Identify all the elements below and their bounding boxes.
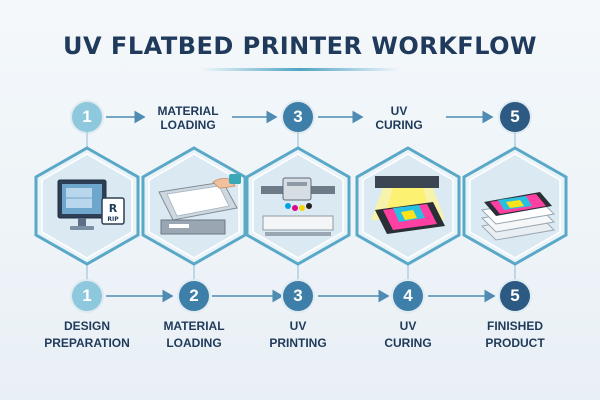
- step-label-line: PREPARATION: [44, 336, 130, 350]
- uv-printhead-icon: [261, 177, 335, 236]
- step-label-finished-product: FINISHED PRODUCT: [465, 318, 565, 352]
- top-step-label-material-loading: MATERIAL LOADING: [143, 104, 233, 132]
- step-number-2: 2: [179, 281, 209, 311]
- step-number-3: 3: [283, 281, 313, 311]
- computer-rip-icon: R RIP: [57, 179, 125, 230]
- step-label-line: FINISHED: [486, 319, 543, 333]
- loading-material-icon: [158, 174, 241, 235]
- step-label-uv-printing: UV PRINTING: [248, 318, 348, 352]
- step-label-line: UV: [289, 319, 307, 333]
- step-number-5: 5: [500, 281, 530, 311]
- top-step-label-uv-curing: UV CURING: [354, 104, 444, 132]
- step-label-line: PRINTING: [269, 336, 327, 350]
- uv-curing-lamp-icon: [371, 176, 445, 234]
- top-step-label-line: LOADING: [160, 118, 216, 132]
- step-label-line: MATERIAL: [163, 319, 225, 333]
- top-step-number-5: 5: [500, 102, 530, 132]
- step-label-material-loading: MATERIAL LOADING: [144, 318, 244, 352]
- top-step-label-line: UV: [390, 104, 408, 118]
- step-label-line: UV: [399, 319, 417, 333]
- step-number-1: 1: [72, 281, 102, 311]
- top-step-label-line: MATERIAL: [157, 104, 219, 118]
- step-label-line: DESIGN: [63, 319, 110, 333]
- hexagon-step-4: [355, 146, 461, 266]
- top-step-label-line: CURING: [375, 118, 423, 132]
- hexagon-step-3: [245, 146, 351, 266]
- hexagon-step-5: [462, 146, 568, 266]
- step-label-line: LOADING: [166, 336, 222, 350]
- svg-text:R: R: [109, 202, 118, 215]
- step-number-4: 4: [393, 281, 423, 311]
- step-label-line: CURING: [384, 336, 432, 350]
- step-label-design-preparation: DESIGN PREPARATION: [37, 318, 137, 352]
- hexagon-step-1: R RIP: [34, 146, 140, 266]
- rip-label: RIP: [107, 216, 119, 223]
- printed-stack-icon: [480, 192, 556, 241]
- step-label-line: PRODUCT: [485, 336, 545, 350]
- title-underline: [200, 68, 400, 71]
- step-label-uv-curing: UV CURING: [358, 318, 458, 352]
- hexagon-step-2: [141, 146, 247, 266]
- top-step-number-1: 1: [72, 102, 102, 132]
- page-title: UV FLATBED PRINTER WORKFLOW: [63, 32, 537, 60]
- top-step-number-3: 3: [283, 102, 313, 132]
